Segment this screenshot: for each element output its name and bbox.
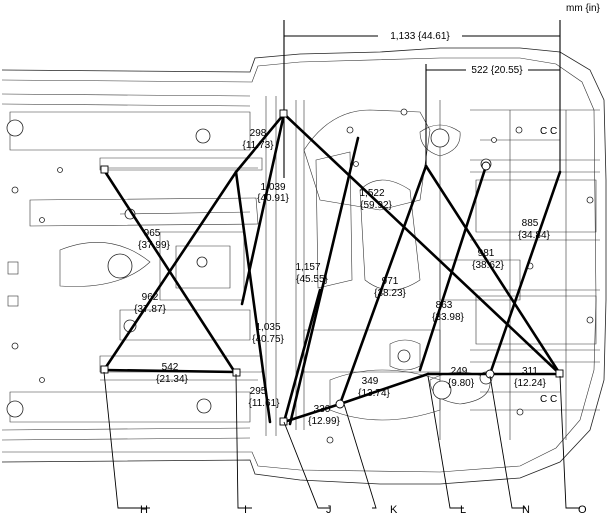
measurement-311: 311{12.24}	[514, 366, 546, 389]
top-dimension-lines	[283, 20, 561, 178]
measurement-298: 298{11.73}	[243, 128, 275, 151]
point-labels: H I J K L N O	[140, 504, 587, 516]
measurement-885: 885{34.84}	[518, 218, 550, 241]
point-o: O	[578, 504, 587, 516]
measurement-1039: 1,039{40.91}	[257, 182, 289, 204]
top-right-dimension: 522 {20.55}	[471, 65, 523, 76]
svg-text:C C: C C	[540, 394, 557, 405]
measurement-971: 971{38.23}	[374, 276, 406, 299]
measurement-863: 863{33.98}	[432, 300, 464, 323]
measurement-1522: 1,522{59.92}	[359, 188, 392, 211]
measurement-981: 981{38.62}	[472, 248, 504, 271]
measurement-249: 249{9.80}	[448, 366, 475, 389]
overall-top-dimension: 1,133 {44.61}	[390, 31, 450, 42]
measurement-962: 962{37.87}	[134, 292, 166, 315]
point-n: N	[522, 504, 530, 516]
measurement-labels: 298{11.73} 1,039{40.91} 1,522{59.92} 965…	[134, 128, 550, 427]
measurement-1157: 1,157{45.55}	[295, 262, 328, 285]
measurement-542: 542{21.34}	[156, 362, 188, 385]
point-k: K	[390, 504, 398, 516]
point-i: I	[244, 504, 247, 516]
point-h: H	[140, 504, 148, 516]
measurement-330: 330{12.99}	[308, 404, 340, 427]
measurement-295: 295{11.61}	[249, 386, 281, 409]
unit-label: mm {in}	[566, 3, 601, 14]
point-j: J	[326, 504, 332, 516]
svg-text:C C: C C	[540, 126, 557, 137]
reference-point-markers	[100, 109, 564, 426]
measurement-965: 965{37.99}	[138, 228, 170, 251]
measurement-lines	[102, 112, 562, 426]
measurement-1035: 1,035{40.75}	[252, 322, 284, 345]
measurement-349: 349{13.74}	[358, 376, 390, 399]
leader-lines	[103, 371, 580, 509]
point-l: L	[460, 504, 466, 516]
